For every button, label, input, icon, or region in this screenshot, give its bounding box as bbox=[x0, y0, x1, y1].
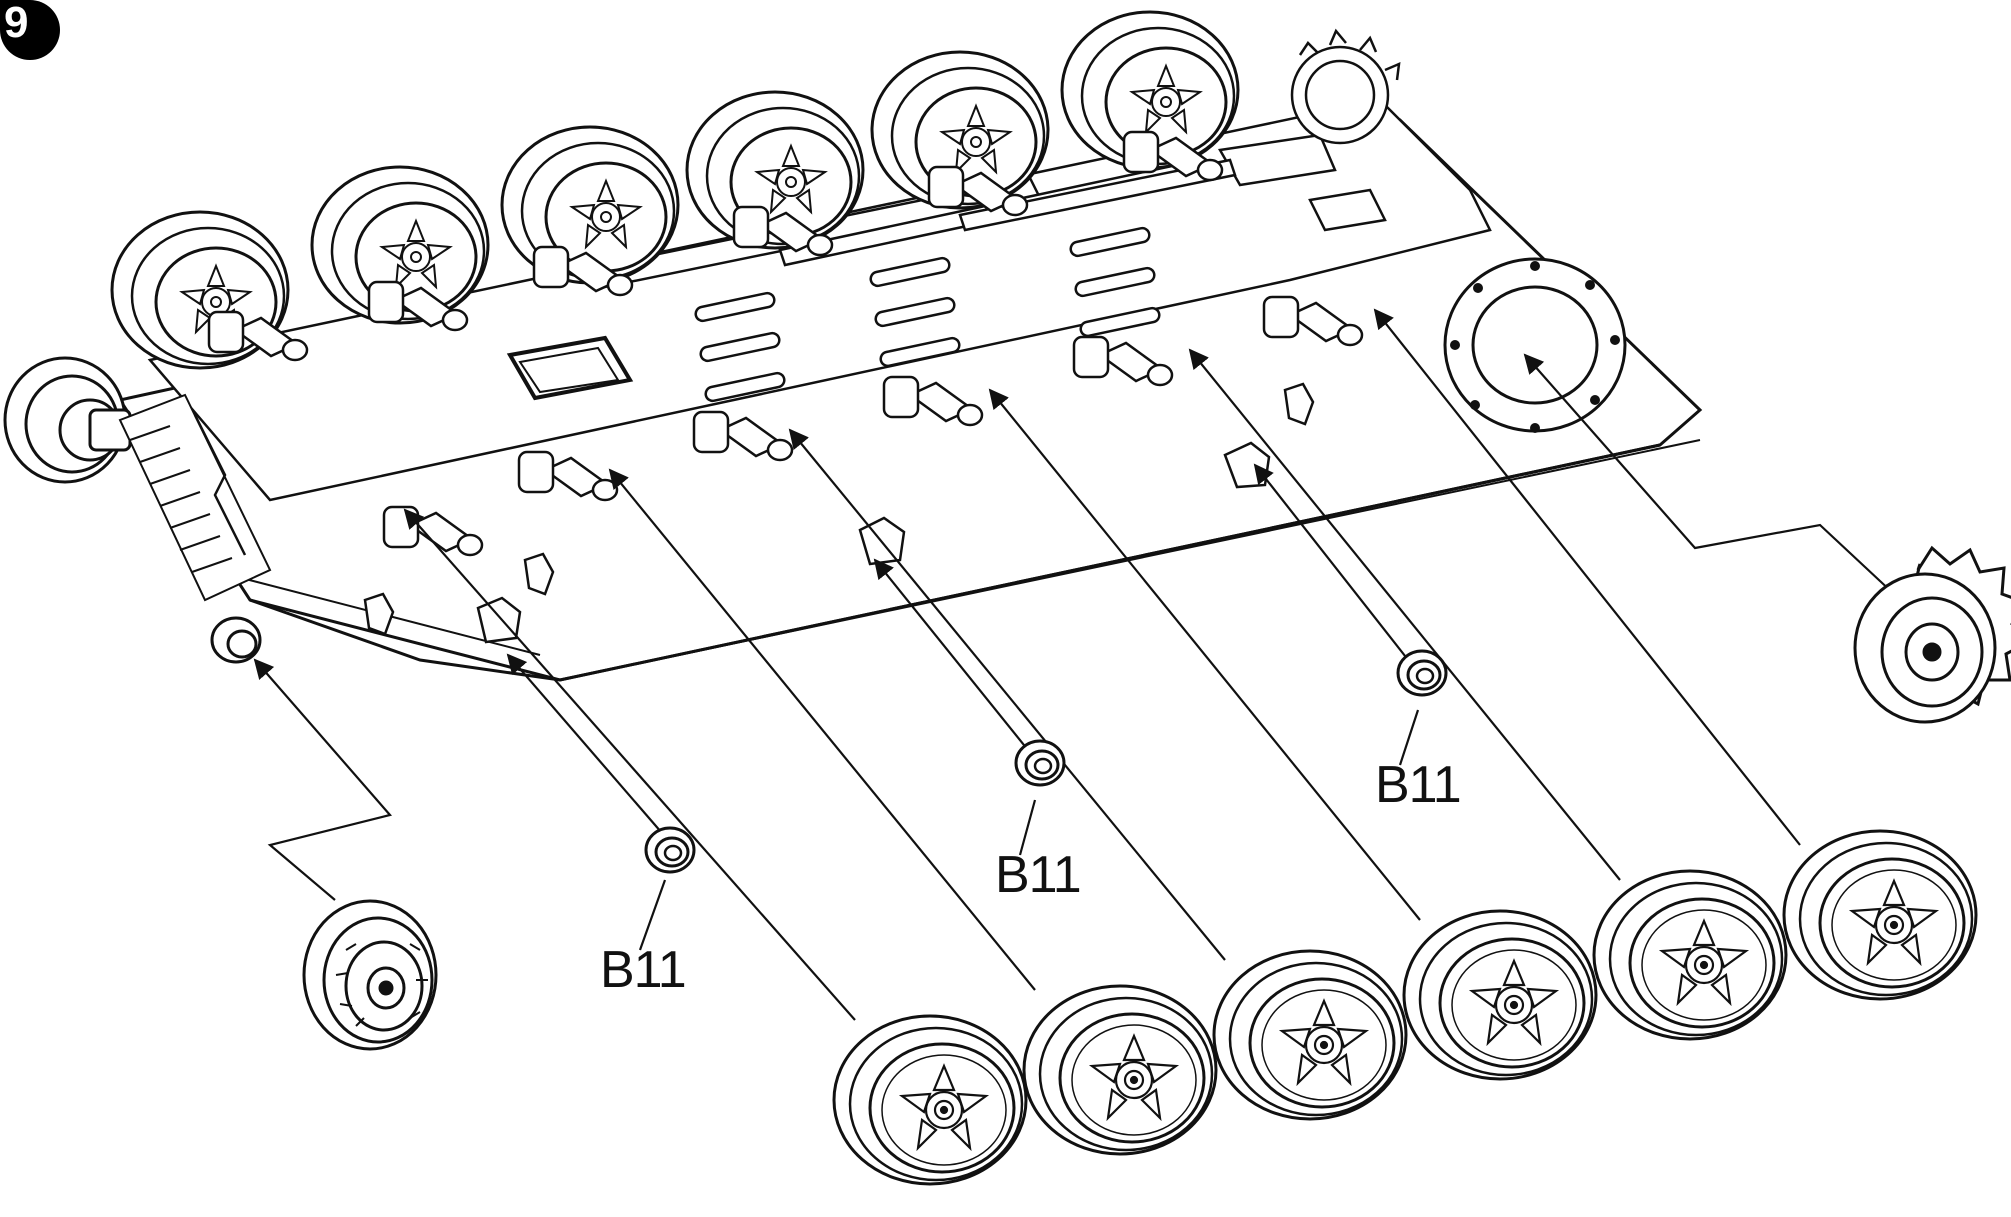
bushing-b11-2 bbox=[1014, 739, 1066, 787]
loose-idler-wheel bbox=[302, 899, 438, 1051]
road-wheel-6 bbox=[1782, 829, 1978, 1001]
callout-b11-3: B11 bbox=[1375, 756, 1462, 814]
road-wheel-3 bbox=[1212, 949, 1408, 1121]
road-wheel-4 bbox=[1402, 909, 1598, 1081]
loose-drive-sprocket bbox=[1853, 545, 2011, 724]
bushing-parts bbox=[644, 649, 1448, 874]
deck-slots bbox=[506, 133, 1387, 403]
assembly-guide-lines bbox=[253, 308, 1896, 1021]
step-number: 9 bbox=[4, 0, 29, 47]
callout-b11-1: B11 bbox=[600, 941, 687, 999]
final-drive-housing bbox=[1443, 257, 1627, 433]
callout-b11-2: B11 bbox=[995, 846, 1082, 904]
bushing-b11-3 bbox=[1396, 649, 1448, 697]
installed-sprocket bbox=[1290, 28, 1401, 145]
bushing-b11-1 bbox=[644, 826, 696, 874]
step-number-badge: 9 bbox=[0, 0, 60, 60]
road-wheel-2 bbox=[1022, 984, 1218, 1156]
road-wheel-5 bbox=[1592, 869, 1788, 1041]
installed-idler bbox=[3, 356, 132, 484]
idler-axle-mount bbox=[210, 616, 262, 664]
road-wheel-1 bbox=[832, 1014, 1028, 1186]
track-tensioner bbox=[118, 393, 272, 602]
